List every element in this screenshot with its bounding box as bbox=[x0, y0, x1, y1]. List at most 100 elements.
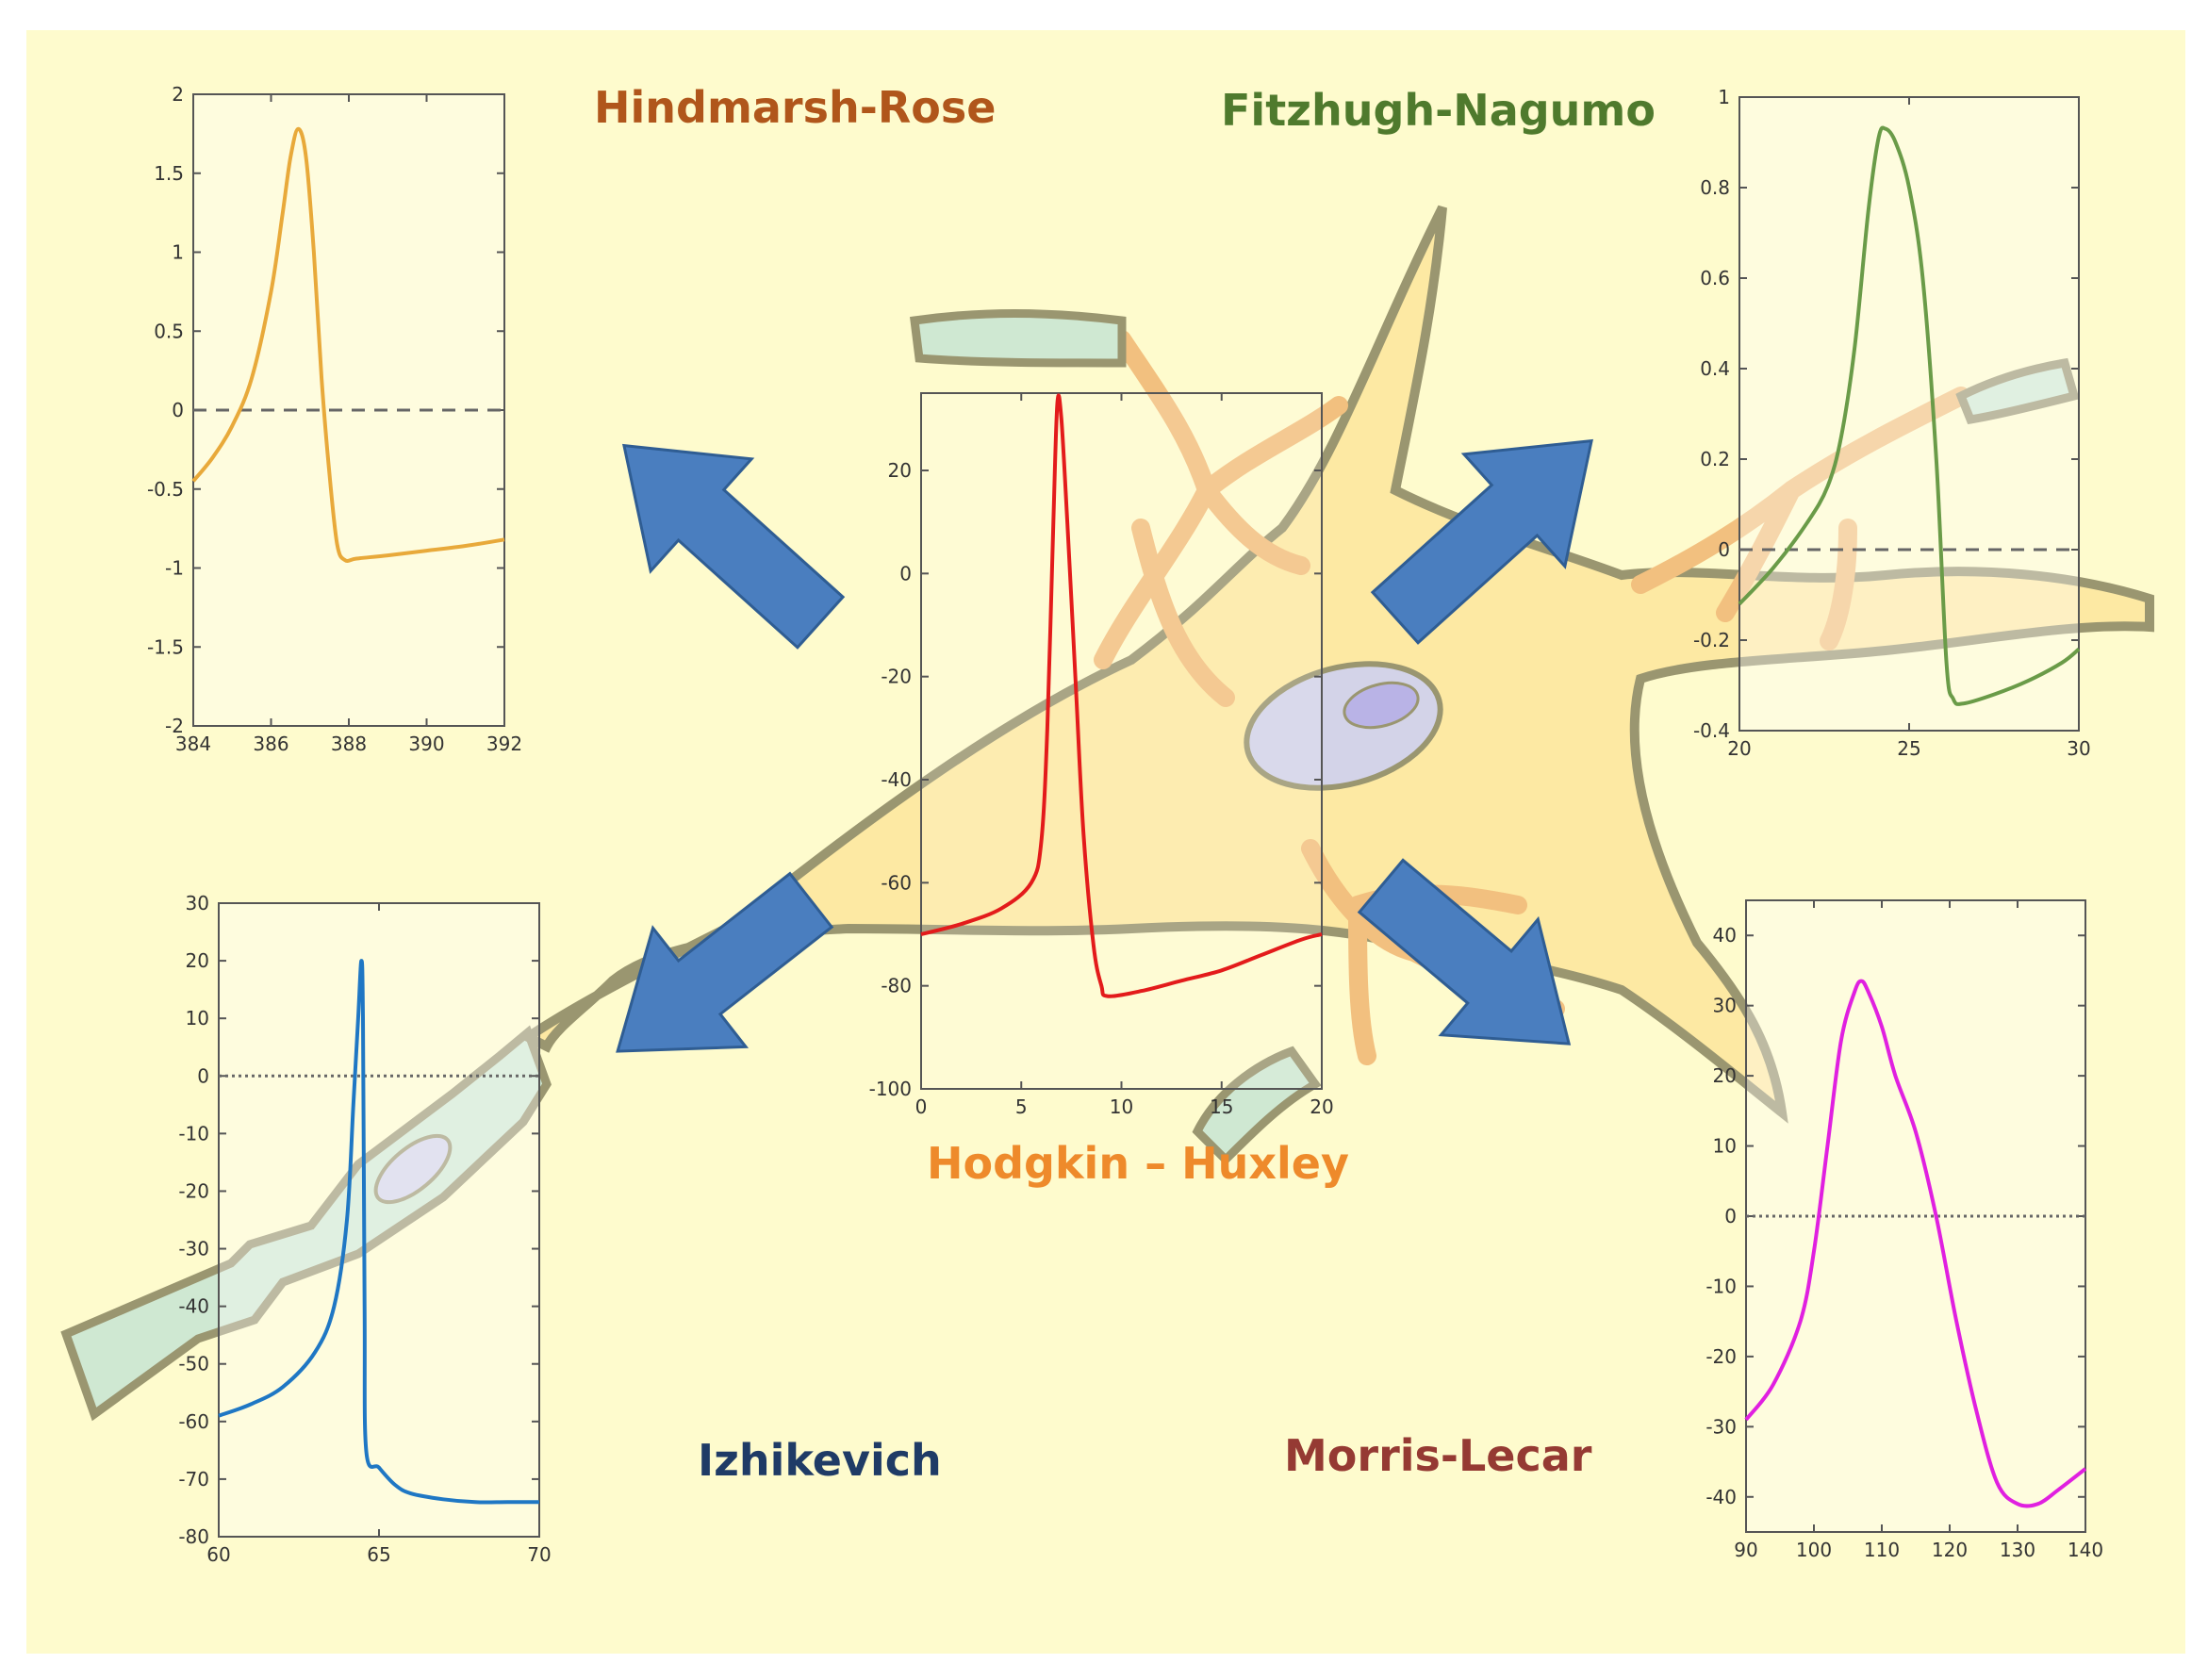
y-tick-label: 1.5 bbox=[154, 162, 184, 185]
myelin-stub-top-left bbox=[909, 309, 1127, 368]
y-tick-label: 0 bbox=[899, 562, 912, 585]
x-tick-label: 386 bbox=[253, 733, 288, 755]
y-tick-label: -60 bbox=[178, 1410, 209, 1433]
myelin-stub-bottom bbox=[1192, 1046, 1322, 1166]
y-tick-label: 0.4 bbox=[1700, 357, 1730, 380]
y-tick-label: -20 bbox=[881, 666, 912, 688]
cell-nucleolus bbox=[1343, 681, 1420, 730]
x-tick-label: 120 bbox=[1932, 1539, 1968, 1561]
y-tick-label: -0.5 bbox=[147, 478, 184, 501]
plot-hodgkin-huxley: 0 5 10 15 20 -100 -80 -60 -40 -20 0 20 bbox=[869, 392, 1334, 1118]
y-tick-label: -20 bbox=[178, 1179, 209, 1202]
arrow-to-hindmarsh-rose bbox=[622, 443, 846, 650]
y-tick-label: -30 bbox=[178, 1238, 209, 1260]
y-tick-label: 40 bbox=[1713, 924, 1737, 947]
x-tick-label: 70 bbox=[527, 1543, 551, 1566]
y-tick-label: 0.5 bbox=[154, 320, 184, 342]
y-tick-label: 20 bbox=[1713, 1064, 1737, 1087]
x-tick-label: 390 bbox=[408, 733, 444, 755]
y-tick-label: -40 bbox=[1705, 1486, 1737, 1508]
y-tick-label: 20 bbox=[186, 949, 209, 972]
x-tick-label: 20 bbox=[1727, 737, 1751, 760]
y-tick-label: 30 bbox=[186, 892, 209, 914]
y-tick-label: -2 bbox=[165, 715, 184, 737]
x-tick-label: 392 bbox=[486, 733, 522, 755]
x-tick-label: 30 bbox=[2067, 737, 2090, 760]
y-tick-label: 20 bbox=[888, 459, 912, 482]
y-tick-label: -40 bbox=[881, 768, 912, 791]
axon-myelin-sheath bbox=[60, 1025, 552, 1422]
title-hindmarsh-rose: Hindmarsh-Rose bbox=[594, 82, 996, 133]
dendrite-right bbox=[1631, 387, 1970, 651]
membrane-potential-trace bbox=[920, 393, 1323, 998]
y-tick-label: -0.2 bbox=[1693, 629, 1730, 651]
y-tick-label: -30 bbox=[1705, 1415, 1737, 1438]
arrow-to-izhikevich bbox=[616, 871, 834, 1053]
neuron-illustration bbox=[60, 205, 2154, 1422]
y-tick-label: 0.2 bbox=[1700, 448, 1730, 470]
y-tick-label: 0.8 bbox=[1700, 176, 1730, 199]
y-tick-label: -0.4 bbox=[1693, 719, 1730, 742]
y-tick-label: 30 bbox=[1713, 995, 1737, 1017]
schwann-cell-nucleus bbox=[373, 1133, 453, 1205]
x-tick-label: 0 bbox=[915, 1095, 928, 1118]
x-tick-label: 140 bbox=[2068, 1539, 2103, 1561]
title-morris-lecar: Morris-Lecar bbox=[1284, 1430, 1592, 1481]
y-tick-label: -80 bbox=[178, 1525, 209, 1548]
x-tick-label: 20 bbox=[1310, 1095, 1333, 1118]
y-tick-label: 10 bbox=[1713, 1135, 1737, 1158]
y-tick-label: -60 bbox=[881, 871, 912, 894]
x-tick-label: 60 bbox=[206, 1543, 230, 1566]
y-tick-label: -10 bbox=[178, 1122, 209, 1145]
y-tick-label: -1 bbox=[165, 557, 184, 580]
y-tick-label: 0 bbox=[172, 399, 184, 421]
plot-frame bbox=[218, 902, 540, 1538]
y-tick-label: 0 bbox=[1718, 538, 1730, 561]
dendrite-lower bbox=[1301, 839, 1565, 1065]
title-hodgkin-huxley: Hodgkin – Huxley bbox=[927, 1138, 1349, 1189]
plot-morris-lecar: 90 100 110 120 130 140 -40 -30 -20 -10 0 10 20 30 40 bbox=[1705, 899, 2103, 1561]
y-tick-label: 1 bbox=[1718, 86, 1730, 108]
x-tick-label: 100 bbox=[1796, 1539, 1832, 1561]
y-tick-label: 2 bbox=[172, 83, 184, 106]
membrane-potential-trace bbox=[1738, 125, 2081, 706]
y-tick-label: -1.5 bbox=[147, 635, 184, 658]
x-tick-label: 388 bbox=[331, 733, 367, 755]
membrane-potential-trace bbox=[218, 959, 539, 1505]
title-fitzhugh-nagumo: Fitzhugh-Nagumo bbox=[1221, 85, 1656, 136]
x-tick-label: 15 bbox=[1210, 1095, 1233, 1118]
dendrite-upper bbox=[1094, 330, 1348, 707]
y-tick-label: -100 bbox=[869, 1078, 912, 1100]
x-tick-label: 90 bbox=[1734, 1539, 1757, 1561]
membrane-potential-trace bbox=[191, 126, 505, 564]
plot-fitzhugh-nagumo: 20 25 30 -0.4 -0.2 0 0.2 0.4 0.6 0.8 1 bbox=[1693, 86, 2091, 760]
title-izhikevich: Izhikevich bbox=[698, 1435, 942, 1486]
y-tick-label: 0 bbox=[1724, 1205, 1737, 1227]
y-tick-label: -10 bbox=[1705, 1275, 1737, 1297]
y-tick-label: -80 bbox=[881, 975, 912, 997]
y-tick-label: 0.6 bbox=[1700, 267, 1730, 289]
plot-frame bbox=[920, 392, 1323, 1090]
y-tick-label: 1 bbox=[172, 241, 184, 264]
membrane-potential-trace bbox=[1744, 979, 2087, 1508]
myelin-stub-right bbox=[1955, 357, 2080, 425]
arrows bbox=[616, 438, 1593, 1053]
y-tick-label: 0 bbox=[197, 1064, 209, 1087]
x-tick-label: 10 bbox=[1110, 1095, 1133, 1118]
x-tick-label: 5 bbox=[1015, 1095, 1028, 1118]
x-tick-label: 130 bbox=[2000, 1539, 2035, 1561]
plot-frame bbox=[1745, 899, 2086, 1533]
plot-frame bbox=[1738, 96, 2080, 732]
y-tick-label: -20 bbox=[1705, 1345, 1737, 1368]
y-tick-label: -40 bbox=[178, 1295, 209, 1318]
arrow-to-morris-lecar bbox=[1357, 858, 1572, 1046]
arrow-to-fitzhugh-nagumo bbox=[1370, 438, 1593, 645]
y-tick-label: -70 bbox=[178, 1468, 209, 1491]
x-tick-label: 65 bbox=[367, 1543, 390, 1566]
y-tick-label: 10 bbox=[186, 1007, 209, 1029]
x-tick-label: 25 bbox=[1897, 737, 1920, 760]
x-tick-label: 110 bbox=[1864, 1539, 1900, 1561]
